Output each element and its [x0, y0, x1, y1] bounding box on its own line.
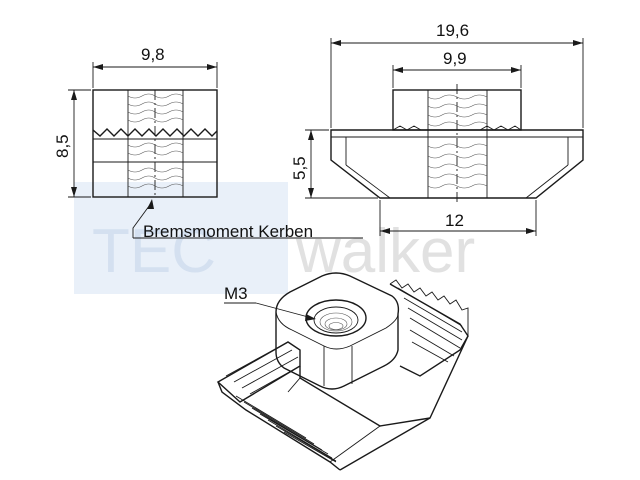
front-thread-hatching [127, 93, 184, 189]
dim-front-width: 9,8 [141, 45, 165, 64]
thread-leader-line [255, 302, 313, 319]
dim-front-height: 8,5 [53, 134, 72, 158]
dim-side-overall-width: 19,6 [436, 21, 469, 40]
label-notches: Bremsmoment Kerben [143, 222, 313, 241]
side-thread-hatching [427, 94, 488, 189]
dim-side-top-width: 9,9 [443, 49, 467, 68]
side-flange-outline [330, 129, 584, 199]
iso-center-block [275, 272, 400, 390]
dim-side-bottom-width: 12 [445, 211, 464, 230]
front-notch-zigzag [92, 128, 218, 137]
watermark-text-part1: TEC [92, 217, 216, 286]
side-view: 19,6 9,9 5,5 12 [290, 21, 584, 236]
isometric-view: M3 [216, 272, 469, 471]
front-view: 9,8 8,5 Bremsmoment Kerben [53, 45, 363, 241]
dim-side-height: 5,5 [290, 156, 309, 180]
iso-base-left-wing [216, 341, 301, 403]
label-thread: M3 [224, 284, 248, 303]
notch-leader-line [132, 201, 153, 238]
